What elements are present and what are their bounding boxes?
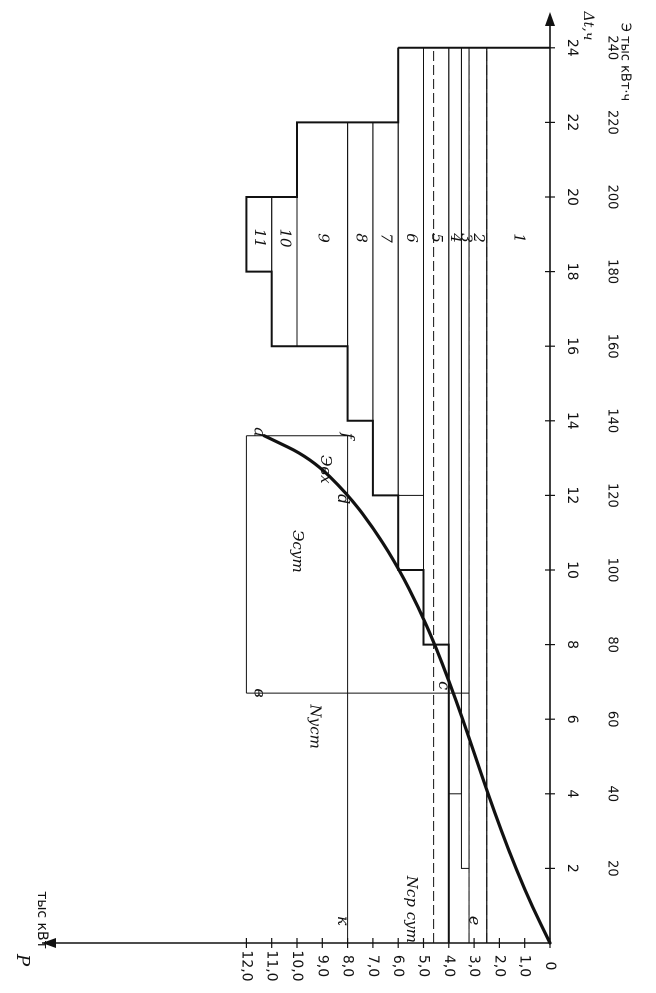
energy-tick-label: 240 [605,35,620,60]
point-label-a: a [251,427,270,437]
time-tick-label: 20 [564,188,580,206]
load-block-label: 6 [403,233,421,243]
power-tick-label: 10,0 [289,950,305,981]
point-label-в: в [251,688,270,697]
power-tick-label: 2,0 [491,955,507,977]
energy-tick-label: 200 [605,185,620,210]
load-block-7 [372,121,399,496]
energy-tick-label: 60 [605,711,620,728]
energy-tick-label: 80 [605,636,620,653]
time-tick-label: 2 [564,864,580,873]
load-block-6 [397,47,425,496]
load-block-label: 4 [447,232,465,243]
load-block-3 [460,47,470,869]
power-tick-label: 0 [542,962,558,971]
point-label-e: e [466,916,485,925]
annotation-label: Nуст [307,703,325,748]
time-tick-label: 16 [564,337,580,355]
energy-tick-label: 40 [605,786,620,803]
time-tick-label: 4 [564,789,580,798]
time-tick-label: 6 [564,715,580,724]
energy-tick-label: 20 [605,860,620,877]
point-label-к: к [334,916,353,926]
power-tick-label: 4,0 [441,955,457,977]
power-tick-label: 3,0 [466,955,482,977]
power-axis-label-unit: тыс кВт [34,891,50,949]
energy-tick-label: 100 [605,558,620,583]
energy-curve-layer [262,434,552,945]
power-axis-arrow [42,938,56,948]
time-tick-label: 18 [564,263,580,281]
load-block-label: 5 [428,233,446,243]
load-block-10 [271,196,298,347]
power-tick-label: 12,0 [238,950,254,981]
load-block-label: 1 [510,233,528,243]
load-block-label: 10 [276,228,294,248]
energy-tick-label: 140 [605,408,620,433]
point-label-f: f [339,432,358,442]
power-tick-label: 8,0 [340,955,356,977]
time-tick-label: 8 [564,640,580,649]
load-profile-outline [245,47,450,943]
time-tick-label: 24 [564,39,580,57]
load-block-8 [347,121,374,422]
load-block-label: 2 [470,232,488,243]
load-block-label: 11 [251,228,269,247]
load-block-label: 3 [457,233,475,243]
power-tick-label: 9,0 [314,955,330,977]
annotation-label: Эсут [289,530,307,573]
load-block-2 [468,47,488,944]
annotation-label: Эвх [317,455,335,484]
load-block-label: 8 [352,233,370,243]
energy-tick-label: 180 [605,259,620,284]
power-tick-label: 7,0 [365,955,381,977]
point-label-d: d [334,494,353,504]
power-axis-label-symbol: P [12,953,33,967]
time-tick-label: 10 [564,561,580,579]
load-block-label: 7 [378,233,396,243]
time-axis-arrow [545,12,555,26]
point-label-c: c [435,681,454,690]
energy-tick-label: 160 [605,334,620,359]
power-tick-label: 5,0 [416,955,432,977]
time-axis-label: Δt,ч [580,11,596,41]
power-tick-label: 6,0 [390,955,406,977]
time-tick-label: 22 [564,113,580,131]
construction-lines-layer [245,435,470,943]
time-tick-label: 12 [564,486,580,504]
energy-axis-label: Э тыс кВт·ч [618,23,633,101]
power-tick-label: 1,0 [517,955,533,977]
energy-tick-label: 220 [605,110,620,135]
load-profile-layer [245,46,550,943]
load-block-5 [423,47,450,646]
time-tick-label: 14 [564,412,580,430]
power-tick-label: 11,0 [264,950,280,981]
load-block-1 [486,47,551,944]
annotation-label: Nср сут [403,875,421,943]
energy-tick-label: 120 [605,483,620,508]
energy-curve [262,434,552,945]
load-block-label: 9 [314,233,332,243]
